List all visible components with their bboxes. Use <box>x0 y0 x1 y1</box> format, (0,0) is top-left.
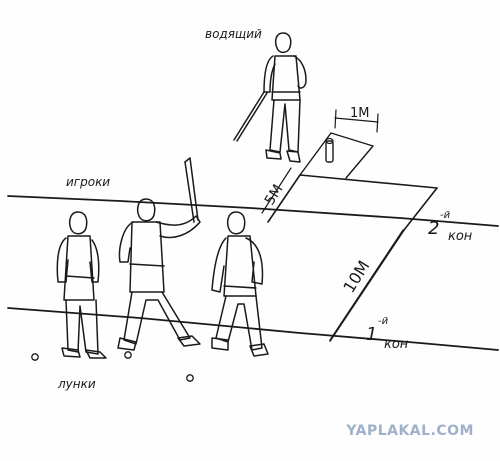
small-box-top <box>330 132 374 147</box>
dimension-5m-label: 5М <box>262 182 287 208</box>
far-zone-left-edge <box>267 174 301 223</box>
far-zone-back-line <box>299 174 438 189</box>
dim-1m-tick-right <box>376 113 379 133</box>
dimension-10m-label: 10М <box>339 257 373 296</box>
second-kon-suffix: -й <box>440 210 451 221</box>
far-zone-right-edge <box>403 187 438 231</box>
dim-5m-line <box>261 167 292 214</box>
second-kon-number: 2 <box>428 218 439 239</box>
player-right-figure-icon <box>211 211 269 357</box>
hole-icon <box>186 374 194 382</box>
holes-label: лунки <box>57 377 96 391</box>
dim-10m-line <box>329 229 404 341</box>
first-kon-suffix: -й <box>378 316 389 327</box>
small-box-right <box>345 145 374 179</box>
leader-figure-icon <box>233 32 307 163</box>
watermark: YAPLAKAL.COM <box>346 423 474 439</box>
player-left-figure-icon <box>56 211 107 359</box>
leader-label: водящий <box>205 27 262 41</box>
second-kon-word: кон <box>448 229 473 244</box>
players-label: игроки <box>66 175 110 189</box>
first-kon-number: 1 <box>366 324 377 345</box>
second-kon-line <box>7 195 499 227</box>
hole-icon <box>124 351 132 359</box>
dim-1m-line <box>334 117 379 123</box>
hole-icon <box>31 353 39 361</box>
player-throwing-figure-icon <box>117 157 201 351</box>
dim-1m-tick-left <box>334 109 337 129</box>
pin-icon <box>325 137 334 163</box>
dimension-1m-label: 1М <box>350 106 370 121</box>
first-kon-word: кон <box>384 337 409 352</box>
